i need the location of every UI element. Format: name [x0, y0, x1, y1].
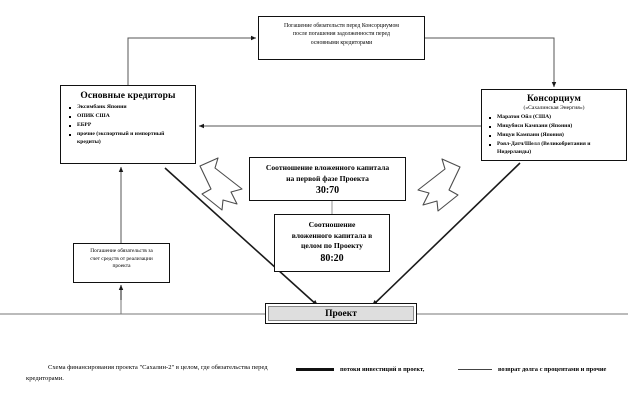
- repayment-line1: Погашение обязательств за: [90, 248, 153, 254]
- wire-project-to-repayment: [120, 285, 265, 315]
- top-obligation-line3: основными кредиторами: [310, 39, 373, 46]
- list-item: Мицубиси Кампани (Япония): [489, 123, 621, 131]
- box-top-obligation: Погашение обязательств перед Консорциумо…: [258, 16, 425, 60]
- creditors-list: Эксимбанк Японии ОПИК США ЕБРР прочие (э…: [65, 104, 191, 146]
- list-item: прочие (экспортный и импортный кредиты): [69, 131, 189, 146]
- diagram-caption: Схема финансирования проекта "Сахалин-2"…: [26, 364, 268, 382]
- ratio-phase1-line1: Соотношение вложенного капитала: [265, 163, 390, 172]
- box-ratio-total: Соотношение вложенного капитала в целом …: [274, 214, 390, 272]
- wire-top-box-to-consortium: [425, 37, 557, 88]
- list-item: Маратон Ойл (США): [489, 114, 621, 122]
- thick-line-icon: [296, 368, 334, 371]
- box-repayment: Погашение обязательств за счет средств о…: [73, 243, 170, 283]
- block-arrow-left: [199, 157, 243, 211]
- list-item: ЕБРР: [69, 122, 189, 130]
- ratio-total-value: 80:20: [320, 252, 344, 264]
- legend-investment-label: потоки инвестиций в проект,: [340, 366, 425, 373]
- box-main-creditors: Основные кредиторы Эксимбанк Японии ОПИК…: [60, 85, 196, 164]
- list-item: ОПИК США: [69, 113, 189, 121]
- legend-debt-return-label: возврат долга с процентами и прочие: [498, 366, 607, 373]
- ratio-total-line2: вложенного капитала в: [291, 230, 373, 240]
- creditors-title: Основные кредиторы: [80, 91, 176, 101]
- ratio-total-line3: целом по Проекту: [301, 241, 363, 250]
- block-arrow-right: [417, 158, 461, 212]
- list-item: Роял-Датч/Шелл (Великобритания и Нидерла…: [489, 141, 621, 156]
- thin-line-icon: [458, 369, 492, 370]
- wire-creditors-to-top-box: [127, 35, 257, 85]
- box-project: Проект: [265, 303, 417, 324]
- legend-item-debt-return: возврат долга с процентами и прочие: [458, 366, 606, 373]
- list-item: Мицуи Кампани (Япония): [489, 132, 621, 140]
- consortium-title: Консорциум: [527, 94, 581, 104]
- consortium-list: Маратон Ойл (США) Мицубиси Кампани (Япон…: [485, 114, 623, 156]
- ratio-phase1-line2: на первой фазе Проекта: [286, 173, 369, 183]
- consortium-subtitle: («Сахалинская Энергия»): [523, 105, 585, 111]
- project-label: Проект: [325, 308, 357, 319]
- repayment-line2: счет средств от реализации: [90, 255, 153, 262]
- top-obligation-line2: после погашения задолженности перед: [293, 31, 390, 38]
- legend: Схема финансирования проекта "Сахалин-2"…: [0, 360, 635, 406]
- top-obligation-line1: Погашение обязательств перед Консорциумо…: [284, 23, 399, 29]
- ratio-total-line1: Соотношение: [308, 220, 356, 229]
- project-inner: Проект: [268, 306, 414, 321]
- ratio-phase1-value: 30:70: [315, 185, 340, 196]
- box-consortium: Консорциум («Сахалинская Энергия») Марат…: [481, 89, 627, 161]
- repayment-line3: проекта: [112, 263, 131, 270]
- box-ratio-phase1: Соотношение вложенного капитала на перво…: [249, 157, 406, 201]
- legend-item-investment: потоки инвестиций в проект,: [296, 366, 424, 373]
- list-item: Эксимбанк Японии: [69, 104, 189, 112]
